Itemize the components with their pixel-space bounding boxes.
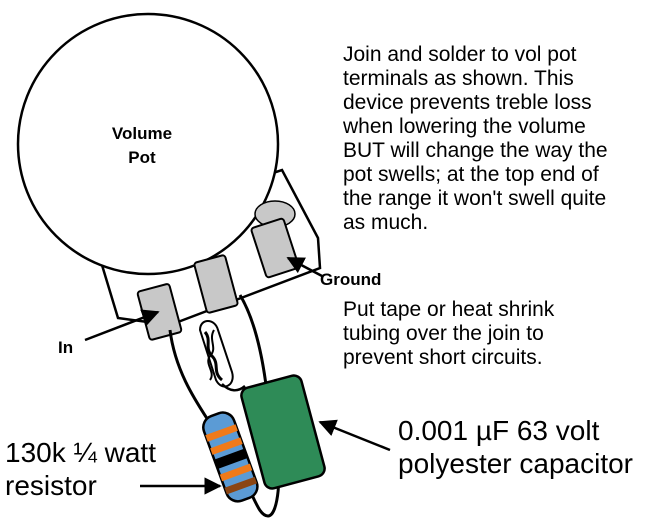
resistor-label: 130k ¼ watt resistor (5, 437, 156, 501)
resistor-band-1 (205, 424, 238, 442)
in-arrow (84, 309, 160, 342)
capacitor-top-lead (238, 294, 268, 386)
resistor-band-3 (214, 448, 248, 469)
ground-arrow (286, 256, 323, 278)
capacitor-label: 0.001 µF 63 volt polyester capacitor (398, 415, 634, 479)
resistor-band-2 (210, 437, 243, 455)
capacitor-arrow (318, 419, 391, 452)
solder-note: Join and solder to vol pot terminals as … (343, 43, 608, 234)
pot-title: Volume Pot (111, 124, 173, 167)
in-label: In (58, 338, 74, 357)
resistor-top-lead (168, 329, 210, 421)
twisted-joint (198, 320, 246, 392)
tape-note: Put tape or heat shrink tubing over the … (343, 298, 555, 369)
resistor (202, 411, 259, 503)
resistor-band-5 (224, 476, 258, 495)
pot-knob (16, 12, 280, 276)
resistor-band-4 (219, 463, 253, 482)
wiper-terminal (193, 254, 239, 314)
ground-label: Ground (320, 270, 382, 289)
capacitor (240, 374, 326, 490)
